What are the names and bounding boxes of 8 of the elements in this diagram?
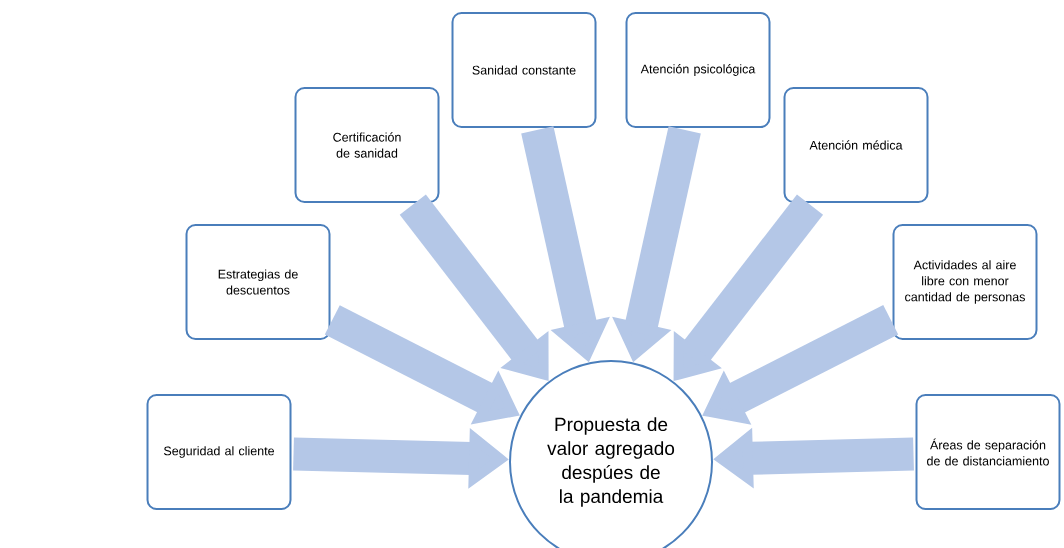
rounded-box: Áreas de separación de de distanciamiento bbox=[915, 394, 1061, 510]
rounded-box: Certificación de sanidad bbox=[294, 87, 440, 203]
rounded-box: Actividades al aire libre con menor cantidad de personas bbox=[892, 224, 1038, 340]
rounded-box: Atención psicológica bbox=[625, 12, 771, 128]
rounded-box: Atención médica bbox=[783, 87, 929, 203]
rounded-box: Seguridad al cliente bbox=[146, 394, 292, 510]
rounded-box: Estrategias de descuentos bbox=[185, 224, 331, 340]
rounded-box: Sanidad constante bbox=[451, 12, 597, 128]
